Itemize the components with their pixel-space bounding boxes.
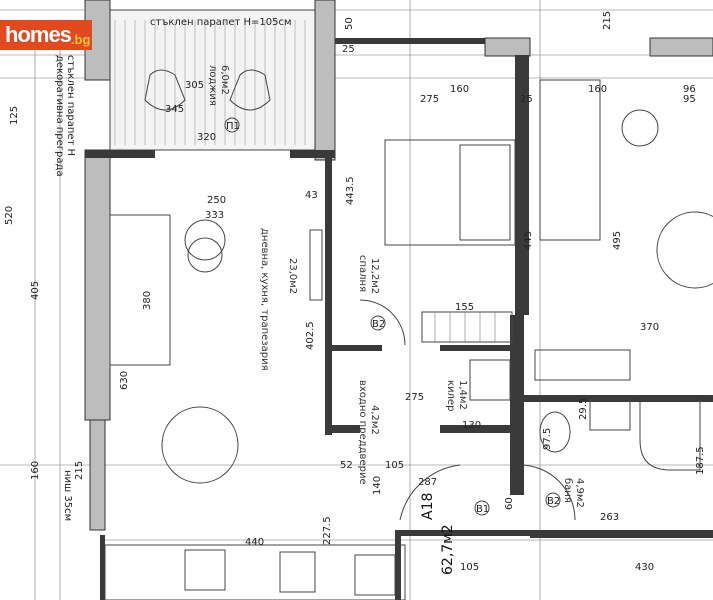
- lamp-icon: [621, 109, 659, 147]
- svg-text:370: 370: [640, 322, 659, 333]
- svg-text:130: 130: [462, 420, 481, 431]
- svg-text:443.5: 443.5: [345, 176, 356, 205]
- room-bedroom-area: 12,2м2: [369, 258, 380, 294]
- closet-shelves-icon: [421, 311, 513, 343]
- toilet-icon: [539, 411, 571, 453]
- bed-icon: [384, 139, 516, 246]
- svg-text:96: 96: [683, 84, 696, 95]
- svg-text:275: 275: [405, 392, 424, 403]
- stove-icon: [354, 554, 396, 596]
- apartment-label: A18: [420, 493, 436, 520]
- svg-text:320: 320: [197, 132, 216, 143]
- room-closet-name: килер: [445, 380, 456, 411]
- svg-text:160: 160: [30, 461, 41, 480]
- svg-text:495: 495: [612, 231, 623, 250]
- svg-text:520: 520: [4, 206, 15, 225]
- svg-text:187.5: 187.5: [695, 446, 706, 475]
- svg-text:440: 440: [245, 537, 264, 548]
- apartment-area: 62,7м2: [440, 524, 456, 575]
- svg-text:52: 52: [340, 460, 353, 471]
- svg-text:287: 287: [418, 477, 437, 488]
- svg-text:160: 160: [588, 84, 607, 95]
- door-tag: B2: [547, 496, 560, 507]
- lamp-icon: [184, 219, 226, 261]
- radiator-icon: [309, 229, 323, 301]
- room-bath-area: 4,9м2: [574, 478, 585, 508]
- svg-text:105: 105: [385, 460, 404, 471]
- table-icon: [656, 211, 713, 289]
- svg-text:105: 105: [460, 562, 479, 573]
- door-swing: [359, 299, 406, 346]
- boiler-icon: [469, 359, 511, 401]
- svg-text:250: 250: [207, 195, 226, 206]
- logo-suffix: .bg: [70, 31, 91, 47]
- door-swing: [519, 464, 576, 521]
- bed-icon: [539, 79, 601, 241]
- room-living-name: дневна, кухня, трапезария: [259, 228, 270, 371]
- svg-text:215: 215: [74, 461, 85, 480]
- dimension-labels: 50 25 160 215 275 25 160 96 95 125 520 4…: [4, 11, 706, 573]
- svg-text:50: 50: [344, 17, 355, 30]
- room-bath-name: баня: [562, 478, 573, 503]
- svg-text:630: 630: [119, 371, 130, 390]
- logo-name: homes: [5, 22, 72, 47]
- svg-text:160: 160: [450, 84, 469, 95]
- kitchen-counter: [534, 349, 631, 381]
- svg-text:140: 140: [372, 476, 383, 495]
- dim-29-5: 29.5: [578, 398, 589, 420]
- room-hall-name: входно преддверие: [357, 380, 368, 485]
- room-living-area: 23,0м2: [287, 258, 298, 294]
- svg-text:60: 60: [504, 497, 515, 510]
- armchair-icon: [229, 69, 271, 111]
- stove-icon: [279, 551, 316, 593]
- room-loggia-area: 6,0м2: [219, 65, 230, 95]
- svg-text:97.5: 97.5: [542, 428, 553, 450]
- homes-bg-logo[interactable]: homes .bg: [0, 20, 92, 50]
- svg-text:445: 445: [523, 231, 534, 250]
- dining-table-icon: [161, 406, 239, 484]
- pillow-icon: [459, 144, 511, 241]
- note-niche: ниш 35см: [62, 470, 73, 521]
- svg-text:333: 333: [205, 210, 224, 221]
- svg-text:43: 43: [305, 190, 318, 201]
- room-loggia-name: лоджия: [207, 65, 218, 106]
- door-swing: [399, 464, 461, 521]
- shower-icon: [639, 399, 701, 471]
- sofa-icon: [109, 214, 171, 366]
- svg-text:25: 25: [342, 44, 355, 55]
- kitchen-counter: [104, 544, 406, 600]
- svg-text:125: 125: [9, 106, 20, 125]
- note-glass-railing: стъклен парапет H=105см: [150, 17, 292, 28]
- svg-text:155: 155: [455, 302, 474, 313]
- svg-text:275: 275: [420, 94, 439, 105]
- lamp-icon: [187, 237, 223, 273]
- svg-text:430: 430: [635, 562, 654, 573]
- svg-text:95: 95: [683, 94, 696, 105]
- svg-text:305: 305: [185, 80, 204, 91]
- svg-text:215: 215: [602, 11, 613, 30]
- door-tag: B1: [476, 504, 489, 515]
- kitchen-sink-icon: [184, 549, 226, 591]
- svg-text:345: 345: [165, 104, 184, 115]
- sink-icon: [589, 399, 631, 431]
- svg-text:227.5: 227.5: [322, 516, 333, 545]
- door-tag: B2: [372, 319, 385, 330]
- svg-text:25: 25: [520, 94, 533, 105]
- room-hall-area: 4,2м2: [369, 405, 380, 435]
- room-bedroom-name: спалня: [357, 255, 368, 292]
- svg-text:402.5: 402.5: [305, 321, 316, 350]
- door-tags: B2 B1 B2 П1: [224, 117, 561, 516]
- svg-text:405: 405: [30, 281, 41, 300]
- note-glass-railing-2: стъклен парапет Н: [65, 55, 76, 156]
- walls: [84, 0, 713, 600]
- room-closet-area: 1,4м2: [457, 380, 468, 410]
- note-partition: декоративна преграда: [54, 55, 65, 177]
- svg-text:263: 263: [600, 512, 619, 523]
- svg-text:380: 380: [142, 291, 153, 310]
- door-tag: П1: [226, 121, 240, 132]
- armchair-icon: [144, 69, 186, 111]
